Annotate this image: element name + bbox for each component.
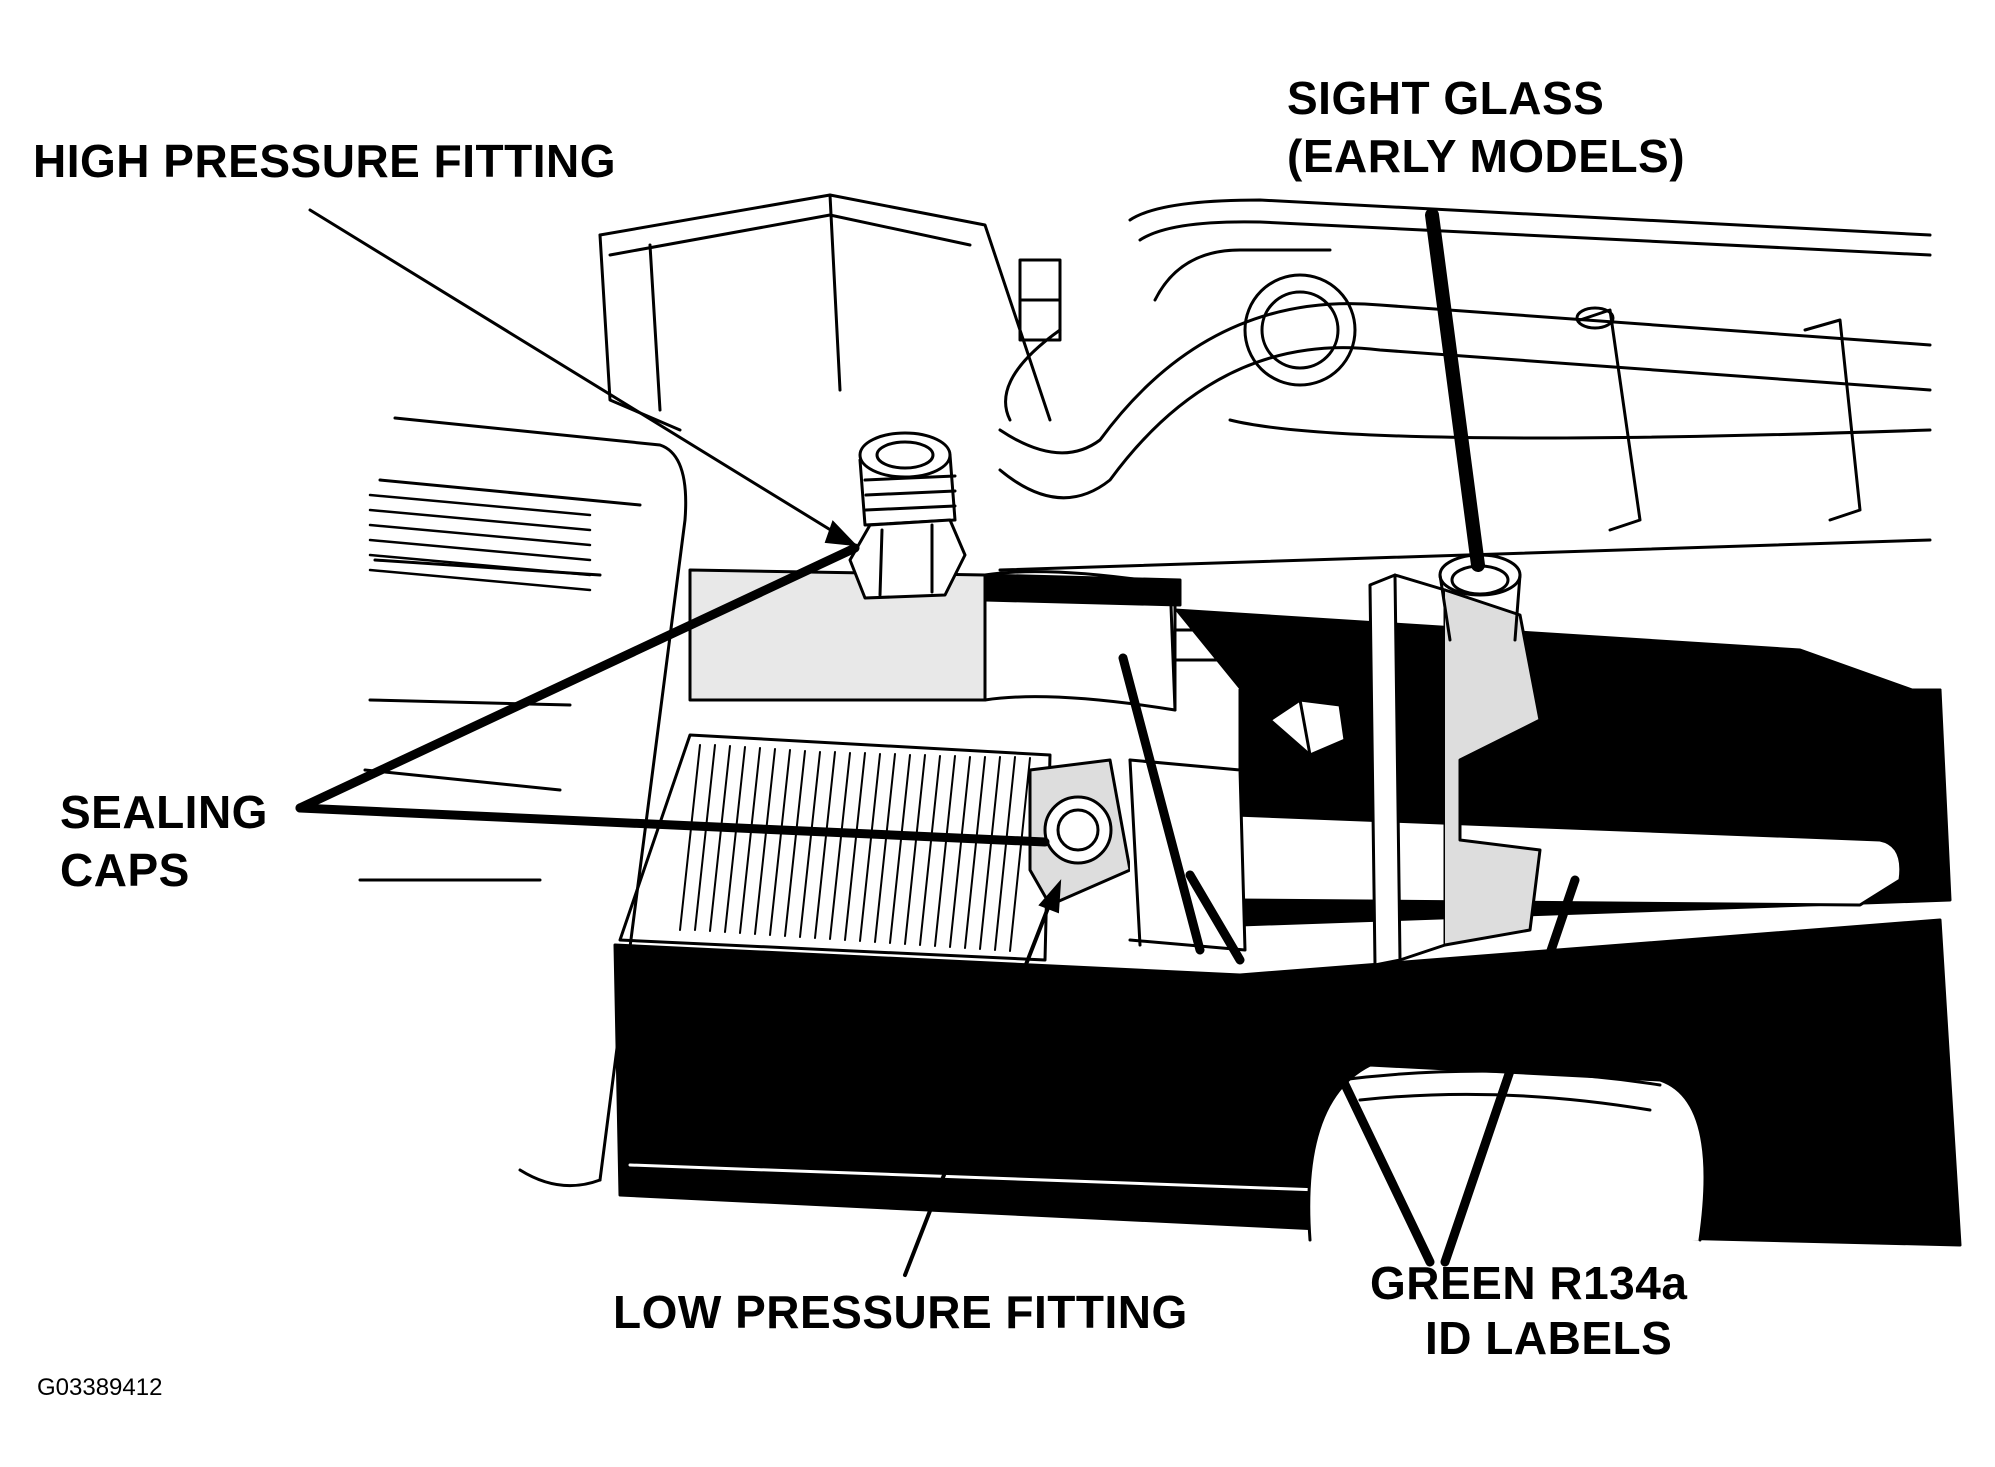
green-label-leader-a: [1333, 1065, 1435, 1267]
low-pressure-arrowhead: [1038, 879, 1062, 914]
label-low-pressure-fitting: LOW PRESSURE FITTING: [613, 1286, 1188, 1338]
leader-lines: [295, 208, 1580, 1277]
green-label-tick-2: [1185, 870, 1245, 965]
label-high-pressure-fitting: HIGH PRESSURE FITTING: [33, 135, 616, 187]
label-sight-glass-line1: SIGHT GLASS: [1287, 72, 1605, 124]
green-label-tick-1: [1118, 653, 1205, 955]
engine-background-outline: [598, 193, 1932, 572]
left-fender-panel: [358, 416, 688, 1188]
label-sight-glass-line2: (EARLY MODELS): [1287, 130, 1686, 182]
label-sealing-caps-line2: CAPS: [60, 844, 190, 896]
sealing-caps-leader-upper: [295, 543, 860, 813]
green-label-leader-b: [1440, 875, 1580, 1267]
label-sealing-caps-line1: SEALING: [60, 786, 268, 838]
high-pressure-fitting: [848, 431, 967, 600]
label-green-id-labels-line2: ID LABELS: [1425, 1312, 1673, 1364]
label-green-id-labels-line1: GREEN R134a: [1370, 1257, 1688, 1309]
high-pressure-leader: [308, 208, 857, 547]
condenser-core: [618, 733, 1052, 962]
sealing-caps-leader-lower: [295, 803, 1050, 847]
left-vent-louvers: [368, 493, 592, 592]
accumulator-tube: [688, 568, 1177, 712]
accumulator-clamp: [983, 573, 1182, 607]
high-pressure-arrowhead: [824, 520, 858, 547]
figure-code: G03389412: [37, 1374, 163, 1401]
upper-refrigerant-hose: [998, 302, 1932, 532]
refrigerant-lines: [1173, 628, 1903, 907]
sight-glass-block: [1268, 553, 1542, 967]
sight-glass-leader: [1425, 208, 1485, 572]
low-pressure-leader: [903, 888, 1057, 1277]
